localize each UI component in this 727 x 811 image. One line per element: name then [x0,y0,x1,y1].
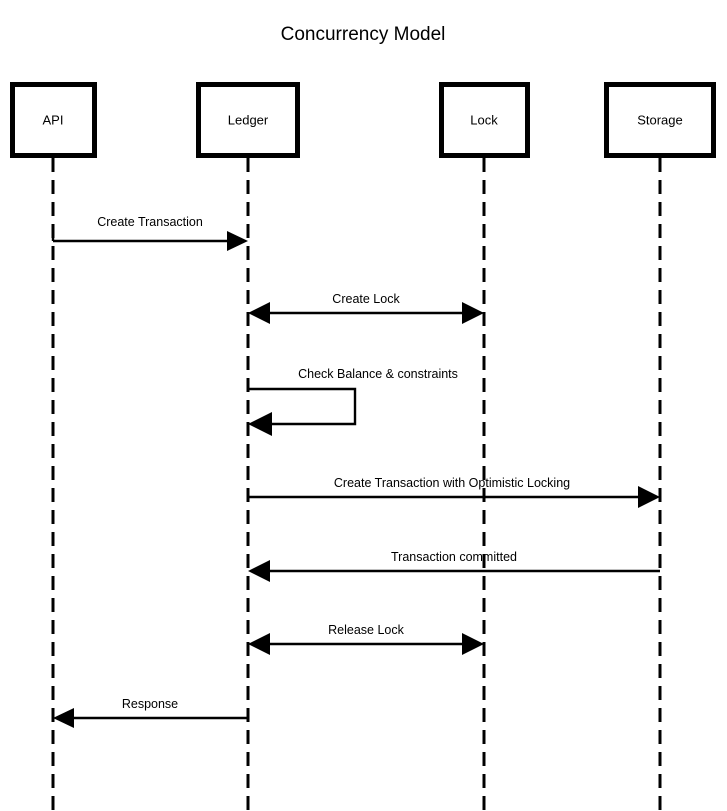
participant-api[interactable]: API [10,82,97,158]
participant-lock[interactable]: Lock [439,82,530,158]
message-label-4: Create Transaction with Optimistic Locki… [334,476,570,490]
message-label-3: Check Balance & constraints [298,367,458,381]
message-label-1: Create Transaction [97,215,203,229]
message-response[interactable]: Response [53,697,248,728]
participant-label-lock: Lock [470,112,498,127]
arrowhead-end-1 [227,231,248,251]
participant-box-ledger[interactable] [196,82,300,158]
arrowhead-start-5 [248,560,270,582]
message-create-lock[interactable]: Create Lock [248,292,484,324]
message-release-lock[interactable]: Release Lock [248,623,484,655]
message-label-7: Response [122,697,178,711]
participant-box-lock[interactable] [439,82,530,158]
message-label-5: Transaction committed [391,550,517,564]
arrowhead-end-3 [248,412,272,436]
participant-box-storage[interactable] [604,82,716,158]
arrowhead-end-4 [638,486,660,508]
message-label-2: Create Lock [332,292,400,306]
participant-box-api[interactable] [10,82,97,158]
participant-label-api: API [43,112,64,127]
message-line-1 [51,229,232,243]
message-create-transaction[interactable]: Create Transaction [51,215,248,251]
arrowhead-start-7 [53,708,74,728]
participant-label-storage: Storage [637,112,683,127]
participants-layer: API Ledger Lock Storage [10,82,716,158]
arrowhead-end-2 [462,302,484,324]
arrowhead-end-6 [462,633,484,655]
messages-layer: Create Transaction Create Lock Check Bal… [51,215,660,728]
message-line-3 [248,387,357,426]
participant-ledger[interactable]: Ledger [196,82,300,158]
participant-label-ledger: Ledger [228,112,269,127]
participant-storage[interactable]: Storage [604,82,716,158]
message-check-balance-self-loop[interactable]: Check Balance & constraints [248,367,458,436]
message-transaction-committed[interactable]: Transaction committed [248,550,660,582]
message-label-6: Release Lock [328,623,404,637]
page-title: Concurrency Model [281,24,446,45]
arrowhead-start-2 [248,302,270,324]
message-create-transaction-optimistic-locking[interactable]: Create Transaction with Optimistic Locki… [248,476,660,508]
arrowhead-start-6 [248,633,270,655]
